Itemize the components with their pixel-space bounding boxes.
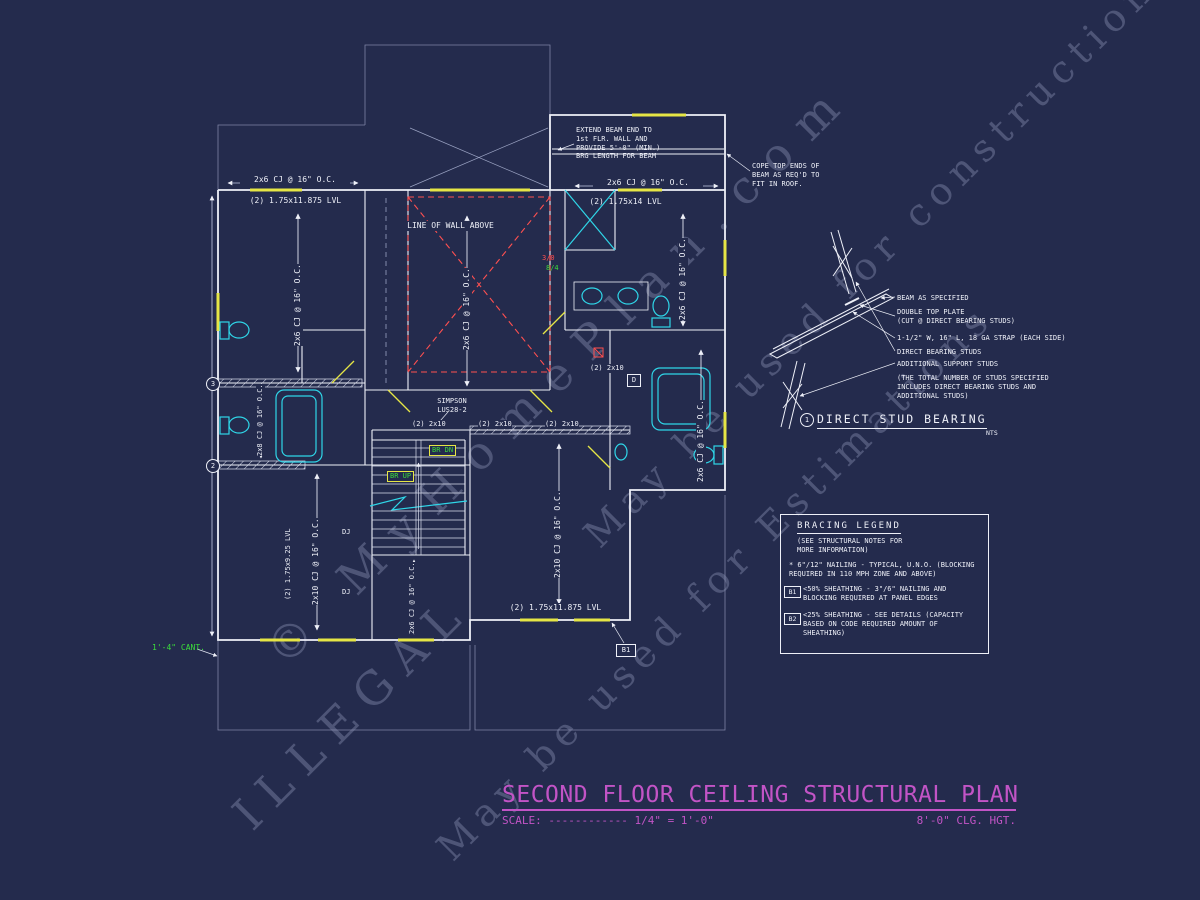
callout-lvl-bottom-center: (2) 1.75x11.875 LVL — [498, 603, 613, 613]
callout-dj-1: DJ — [342, 528, 351, 537]
detail-label-top-plate: DOUBLE TOP PLATE (CUT @ DIRECT BEARING S… — [897, 308, 1016, 325]
detail-number-marker: 1 — [800, 413, 814, 427]
legend-title: BRACING LEGEND — [797, 521, 901, 535]
vanity-counter — [573, 281, 649, 311]
headers-windows — [216, 113, 727, 642]
legend-text-b1: <50% SHEATHING - 3"/6" NAILING AND BLOCK… — [803, 585, 947, 602]
callout-beam-2x10-d: (2) 2x10 — [545, 420, 579, 429]
detail-label-strap: 1-1/2" W, 16" L, 18 GA STRAP (EACH SIDE) — [897, 334, 1066, 342]
legend-subtitle: (SEE STRUCTURAL NOTES FOR MORE INFORMATI… — [797, 537, 903, 554]
callout-line-of-wall-above: LINE OF WALL ABOVE — [398, 221, 503, 231]
door-size-height: 8/4 — [546, 264, 559, 272]
legend-nailing-note: * 6"/12" NAILING - TYPICAL, U.N.O. (BLOC… — [789, 561, 975, 578]
bracing-legend-box — [780, 514, 989, 654]
walls-outer — [217, 114, 726, 641]
callout-beam-2x10-a: (2) 2x10 — [412, 420, 446, 429]
detail-nts-label: NTS — [986, 429, 998, 437]
callout-cj-left-mid: 2x8 CJ @ 16" O.C. — [256, 384, 265, 456]
detail-note-total-studs: (THE TOTAL NUMBER OF STUDS SPECIFIED INC… — [897, 374, 1049, 400]
roof-outline — [217, 44, 726, 731]
stud-bearing-detail-drawing — [768, 229, 896, 430]
callout-cj-center: 2x6 CJ @ 16" O.C. — [462, 268, 472, 350]
legend-key-b1: B1 — [784, 586, 801, 598]
wall-above-dashed — [407, 196, 551, 373]
callout-beam-2x10-c: (2) 2x10 — [590, 364, 624, 373]
bracing-marker-b1: B1 — [616, 644, 636, 657]
section-marker-3: 3 — [206, 377, 220, 391]
callout-lvl-bottom-left: (2) 1.75x9.25 LVL — [284, 528, 293, 600]
walls-interior — [218, 190, 725, 640]
detail-title: DIRECT STUD BEARING — [817, 412, 987, 429]
detail-label-support-studs: ADDITIONAL SUPPORT STUDS — [897, 360, 999, 368]
sheet-title-underline — [502, 809, 1016, 811]
note-cope: COPE TOP ENDS OF BEAM AS REQ'D TO FIT IN… — [752, 162, 820, 188]
detail-label-bearing-studs: DIRECT BEARING STUDS — [897, 348, 982, 356]
callout-cantilever: 1'-4" CANT. — [152, 643, 205, 652]
sheet-ceiling-height: 8'-0" CLG. HGT. — [916, 814, 1016, 827]
section-marker-2: 2 — [206, 459, 220, 473]
callout-cj-bottom-left: 2x10 CJ @ 16" O.C. — [311, 518, 321, 605]
stairs — [372, 440, 465, 555]
sheet-scale: SCALE: ------------ 1/4" = 1'-0" — [502, 814, 714, 827]
stair-label-br-up: BR UP — [387, 471, 415, 482]
note-extend-beam: EXTEND BEAM END TO 1st FLR. WALL AND PRO… — [576, 126, 661, 161]
callout-beam-2x10-b: (2) 2x10 — [478, 420, 512, 429]
detail-label-beam: BEAM AS SPECIFIED — [897, 294, 969, 302]
stair-label-br-dn: BR DN — [429, 445, 457, 456]
callout-cj-top-right: 2x6 CJ @ 16" O.C. — [593, 178, 703, 188]
callout-cj-center-low: 2x10 CJ @ 16" O.C. — [553, 491, 563, 578]
door-size-width: 3/0 — [542, 254, 555, 262]
callout-lvl-top-right: (2) 1.75x14 LVL — [589, 197, 662, 206]
callout-simpson-hanger: SIMPSON LUS28-2 — [437, 397, 467, 414]
sheet-title: SECOND FLOOR CEILING STRUCTURAL PLAN — [502, 782, 1019, 808]
door-leaves — [331, 311, 611, 469]
callout-cj-left: 2x6 CJ @ 16" O.C. — [293, 264, 303, 346]
fixtures — [219, 189, 724, 511]
ridge-beam — [552, 148, 724, 155]
callout-cj-bath-right: 2x6 CJ @ 16" O.C. — [678, 238, 688, 320]
callout-dj-2: DJ — [342, 588, 351, 597]
callout-lvl-top-left: (2) 1.75x11.875 LVL — [249, 196, 342, 205]
floor-drain — [593, 347, 604, 358]
callout-cj-top-left: 2x6 CJ @ 16" O.C. — [240, 175, 350, 185]
callout-cj-closet: 2x6 CJ @ 16" O.C. — [408, 562, 417, 634]
callout-cj-right-low: 2x6 CJ @ 16" O.C. — [696, 400, 706, 482]
marker-d: D — [627, 374, 641, 387]
attic-cross — [409, 127, 549, 188]
legend-text-b2: <25% SHEATHING - SEE DETAILS (CAPACITY B… — [803, 611, 964, 637]
legend-key-b2: B2 — [784, 613, 801, 625]
